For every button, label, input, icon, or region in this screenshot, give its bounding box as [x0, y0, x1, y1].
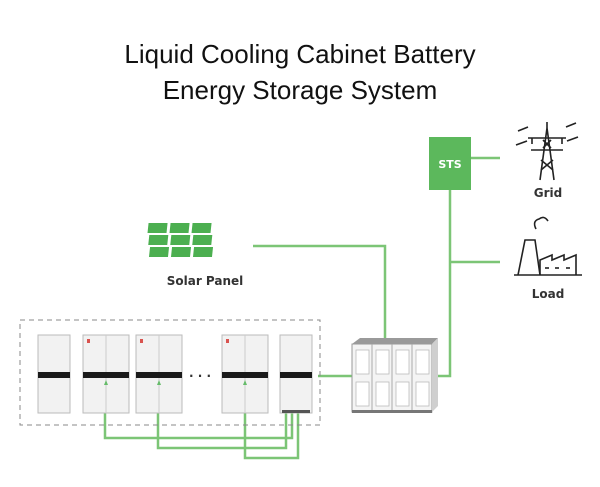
battery-cabinet-double-3: [221, 334, 269, 414]
power-conversion-cabinet: [351, 338, 438, 413]
factory-load-icon: [514, 216, 582, 276]
diagram-title-line-1: Liquid Cooling Cabinet Battery: [124, 39, 476, 69]
grid-label: Grid: [534, 186, 562, 200]
sts-box: STS: [429, 137, 471, 190]
ellipsis: · · ·: [189, 369, 211, 383]
battery-cabinet-single-2: [279, 334, 313, 414]
battery-group-border: [19, 319, 321, 426]
solar-to-pcs-line: [253, 244, 387, 338]
bottom-bus-line-3: [243, 412, 300, 460]
diagram-title-line-2: Energy Storage System: [162, 75, 438, 105]
battery-cabinet-double-1: [82, 334, 130, 414]
battery-cabinet-single-1: [37, 334, 71, 414]
battery-cabinet-double-2: [135, 334, 183, 414]
sts-label: STS: [438, 158, 461, 171]
solar-panel-label: Solar Panel: [167, 274, 244, 288]
bottom-bus-line-2: [156, 412, 288, 450]
solar-panel-icon: [147, 222, 238, 260]
load-label: Load: [532, 287, 565, 301]
grid-tower-icon: [515, 122, 579, 181]
